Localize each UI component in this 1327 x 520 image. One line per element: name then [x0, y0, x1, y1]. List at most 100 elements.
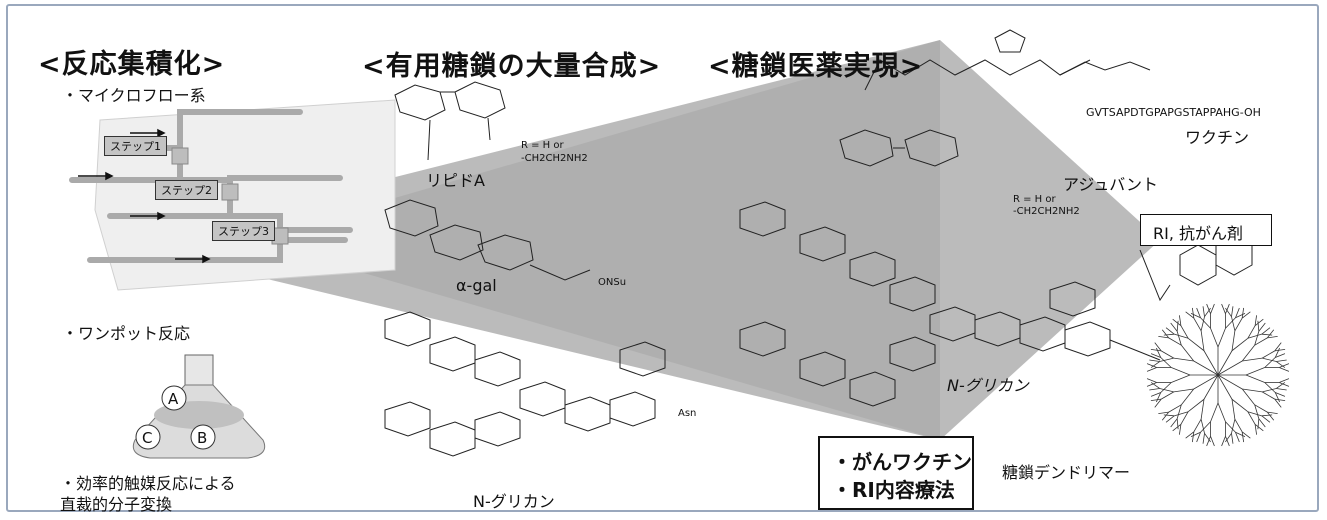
flask-label-a: A	[168, 390, 179, 408]
applications-box: ・がんワクチン ・RI内容療法	[818, 436, 974, 510]
dendrimer-branch	[1200, 330, 1205, 351]
dendrimer-branch	[1170, 418, 1178, 428]
lipid-a-r-note-2: -CH2CH2NH2	[521, 153, 588, 164]
dendrimer-branch	[1206, 303, 1211, 314]
application-ri-therapy: ・RI内容療法	[832, 478, 955, 502]
dendrimer-branch	[1254, 318, 1264, 327]
dendrimer-branch	[1274, 398, 1282, 408]
dendrimer-branch	[1225, 307, 1232, 317]
dendrimer-branch	[1146, 363, 1157, 368]
dendrimer-branch	[1247, 333, 1262, 339]
asn-label: Asn	[678, 408, 697, 419]
dendrimer-branch	[1206, 436, 1211, 447]
step-2-box: ステップ2	[155, 180, 218, 200]
dendrimer-branch	[1187, 337, 1205, 352]
dendrimer-branch	[1225, 303, 1230, 314]
ri-anticancer-label: RI, 抗がん剤	[1153, 224, 1244, 243]
dendrimer-branch	[1217, 360, 1243, 376]
dendrimer-branch	[1172, 423, 1182, 432]
dendrimer-branch	[1241, 307, 1245, 319]
dendrimer-branch	[1161, 411, 1170, 421]
dendrimer-branch	[1241, 431, 1251, 439]
dendrimer-branch	[1231, 330, 1236, 351]
dendrimer-branch	[1241, 431, 1245, 443]
dendrimer-branch	[1225, 421, 1236, 433]
dendrimer-branch	[1258, 418, 1266, 428]
dendrimer-branch	[1176, 418, 1179, 430]
dendrimer-branch	[1261, 327, 1271, 335]
dendrimer-branch	[1159, 388, 1174, 393]
dendrimer-branch	[1217, 350, 1233, 376]
dendrimer-branch	[1217, 328, 1226, 348]
dendrimer-branch	[1149, 359, 1160, 362]
dendrimer-branch	[1200, 421, 1211, 433]
dendrimer-branch	[1193, 374, 1219, 390]
dendrimer-branch	[1163, 414, 1175, 417]
dendrimer-branch	[1172, 318, 1182, 327]
dendrimer-branch	[1257, 320, 1260, 332]
glycan-conjugate-structure	[739, 201, 1111, 407]
dendrimer-branch	[1231, 399, 1236, 420]
dendrimer-branch	[1154, 342, 1162, 352]
onsu-label: ONSu	[598, 277, 627, 288]
dendrimer-branch	[1276, 382, 1286, 389]
dendrimer-branch	[1266, 411, 1275, 421]
dendrimer-branch	[1180, 388, 1195, 406]
peptide-sequence: GVTSAPDTGPAPGSTAPPAHG-OH	[1086, 106, 1261, 119]
dendrimer-branch	[1254, 404, 1268, 413]
dendrimer-branch	[1274, 392, 1280, 403]
projection-arrow-inner	[250, 40, 940, 440]
dendrimer-branch	[1160, 382, 1172, 393]
vaccine-structure	[839, 29, 1151, 167]
dendrimer-branch	[1150, 382, 1160, 389]
dendrimer-branch	[1261, 333, 1273, 336]
dendrimer-branch	[1279, 382, 1290, 387]
dendrimer-branch	[1185, 311, 1195, 319]
dendrimer-branch	[1231, 306, 1234, 317]
vaccine-label: ワクチン	[1185, 128, 1250, 147]
lipid-a-label: リピドA	[426, 171, 485, 190]
dendrimer-branch	[1154, 398, 1162, 408]
dendrimer-branch	[1264, 382, 1276, 393]
dendrimer-branch	[1274, 342, 1282, 352]
header-glycan-synthesis: <有用糖鎖の大量合成>	[362, 51, 662, 82]
dendrimer-branch	[1235, 432, 1240, 443]
step-3-box: ステップ3	[212, 221, 275, 241]
dendrimer-branch	[1235, 307, 1240, 318]
dendrimer-branch	[1217, 374, 1233, 400]
dendrimer-branch	[1279, 378, 1290, 383]
dendrimer-branch	[1234, 318, 1243, 331]
dendrimer-branch	[1190, 313, 1201, 319]
dendrimer-branch	[1200, 316, 1205, 331]
dendrimer-branch	[1180, 411, 1189, 425]
dendrimer-branch	[1204, 307, 1211, 317]
dendrimer-branch	[1191, 307, 1195, 319]
dendrimer-branch	[1267, 336, 1278, 339]
dendrimer-branch	[1158, 411, 1169, 414]
dendrimer-branch	[1170, 322, 1178, 332]
dendrimer-branch	[1176, 320, 1179, 332]
dendrimer-branch	[1171, 374, 1191, 383]
dendrimer-branch	[1168, 404, 1182, 413]
dendrimer-branch	[1225, 433, 1232, 443]
dendrimer-branch	[1279, 367, 1290, 372]
dendrimer-branch	[1202, 433, 1205, 444]
dendrimer-branch	[1174, 333, 1189, 339]
dendrimer-branch	[1258, 322, 1266, 332]
lipid-a-r-note-1: R = H or	[521, 140, 564, 151]
catalysis-label-2: 直裁的分子変換	[60, 495, 173, 514]
ri-anticancer-box: RI, 抗がん剤	[1140, 214, 1272, 246]
dendrimer-branch	[1203, 350, 1219, 376]
dendrimer-branch	[1146, 378, 1157, 383]
dendrimer-branch	[1210, 328, 1219, 348]
dendrimer-branch	[1221, 436, 1226, 447]
dendrimer-branch	[1146, 367, 1157, 372]
dendrimer-branch	[1210, 436, 1215, 447]
dendrimer-structure	[1146, 303, 1290, 447]
dendrimer-branch	[1196, 307, 1201, 318]
dendrimer-branch	[1274, 347, 1280, 358]
dendrimer-branch	[1193, 419, 1202, 432]
application-cancer-vaccine: ・がんワクチン	[832, 450, 972, 474]
dendrimer-branch	[1254, 424, 1257, 435]
